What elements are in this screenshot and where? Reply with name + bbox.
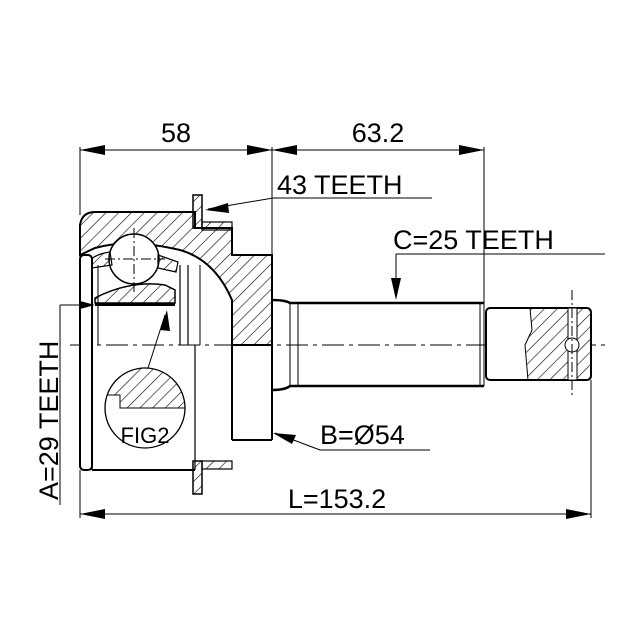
dimension-63-2-label: 63.2 [352,118,405,148]
leader-43-teeth [205,197,432,213]
fig2-label: FIG2 [121,423,170,448]
leader-a-29-teeth [59,301,95,505]
label-43-teeth: 43 TEETH [277,170,403,200]
leader-c-25-teeth [391,253,605,300]
dimension-63-2 [272,145,485,315]
inner-race [94,283,176,304]
label-c-25-teeth: C=25 TEETH [393,225,554,255]
bell-housing-lower [79,254,273,471]
dimension-length [79,470,591,519]
boot-ring-bottom [192,460,203,495]
leader-b-diameter [273,432,430,451]
bell-housing-section [79,211,273,346]
boot-ring-top-lip [201,221,233,231]
dimension-58-label: 58 [161,118,191,148]
label-a-29-teeth: A=29 TEETH [34,341,64,500]
label-length: L=153.2 [288,484,386,514]
label-b-diameter: B=Ø54 [320,420,405,450]
threaded-end [485,290,592,518]
splined-shaft [271,298,485,392]
boot-ring-top [192,194,203,229]
